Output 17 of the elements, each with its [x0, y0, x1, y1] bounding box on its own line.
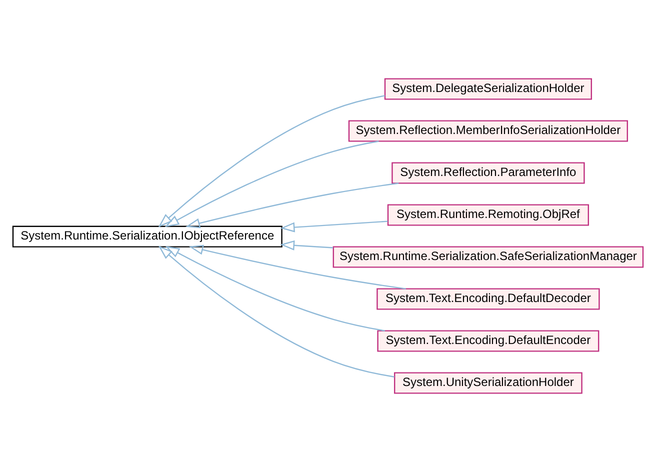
node-box: System.Reflection.MemberInfoSerializationHolder: [348, 120, 628, 142]
node-box: System.UnitySerializationHolder: [394, 372, 582, 394]
arrow: [158, 246, 394, 378]
arrow: [280, 220, 388, 232]
arrow: [165, 246, 386, 332]
node-box: System.Runtime.Remoting.ObjRef: [387, 204, 589, 226]
node-box: System.Reflection.ParameterInfo: [392, 162, 585, 184]
node-box: System.Runtime.Serialization.IObjectReference: [12, 226, 282, 248]
node-box: System.Runtime.Serialization.SafeSerializationManager: [332, 246, 644, 268]
node-box: System.Text.Encoding.DefaultEncoder: [377, 330, 600, 352]
arrow: [186, 182, 399, 228]
node-box: System.DelegateSerializationHolder: [384, 78, 592, 100]
node-box: System.Text.Encoding.DefaultDecoder: [376, 288, 600, 310]
arrow: [188, 244, 406, 290]
arrow: [158, 95, 386, 228]
arrow: [280, 240, 334, 250]
arrow: [164, 140, 379, 228]
